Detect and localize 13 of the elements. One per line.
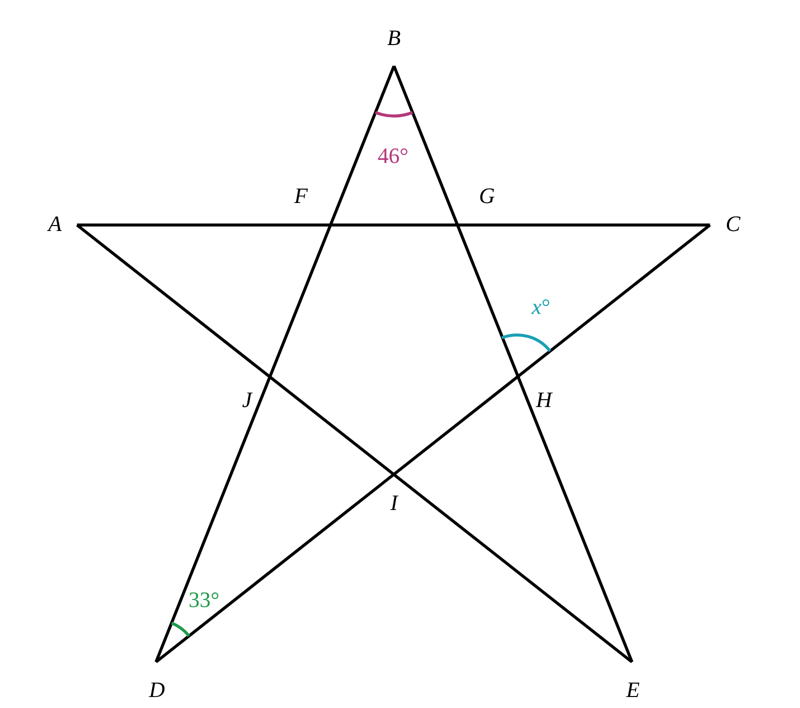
angle-label: 46° [378, 143, 408, 169]
point-label: C [726, 211, 740, 237]
point-label: F [294, 183, 308, 209]
point-label: H [536, 387, 552, 413]
point-label: E [626, 677, 640, 703]
point-label: D [149, 677, 165, 703]
point-label: I [390, 490, 398, 516]
angle-label: x° [532, 294, 550, 320]
angle-label: 33° [188, 587, 220, 613]
point-label: G [479, 183, 495, 209]
point-label: B [387, 25, 401, 51]
point-label: J [242, 387, 252, 413]
point-label: A [48, 211, 62, 237]
